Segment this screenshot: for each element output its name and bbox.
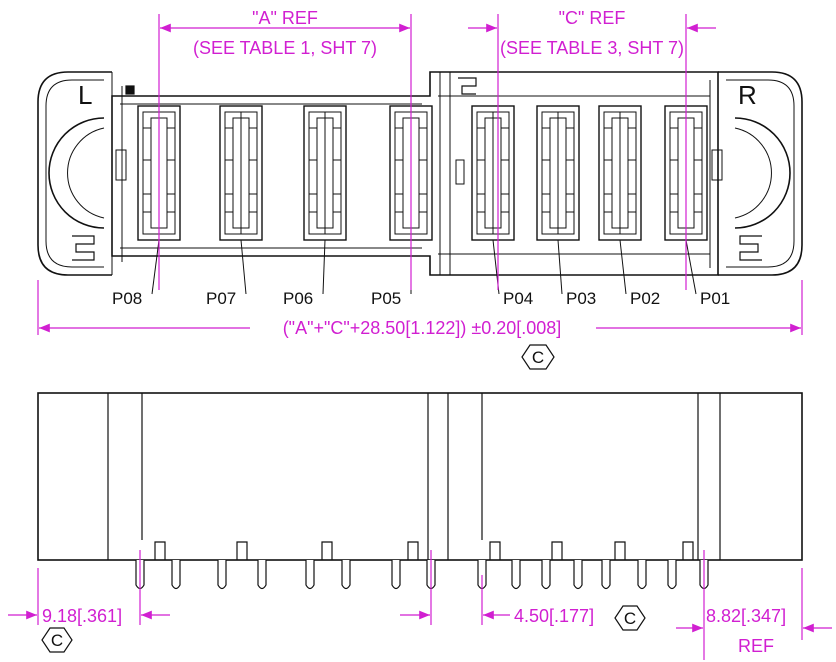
- pin-tab: [614, 541, 626, 560]
- right-offset-label: 8.82[.347]: [706, 606, 786, 626]
- svg-text:C: C: [624, 609, 636, 628]
- pin-tab: [551, 541, 563, 560]
- side-body-outline: [37, 392, 803, 561]
- pin-label: P04: [503, 289, 533, 308]
- svg-text:C: C: [532, 348, 544, 367]
- pin-cavity: [536, 105, 580, 241]
- pin-cavity: [137, 105, 181, 241]
- left-side-marker: L: [78, 80, 92, 110]
- pin-leader: [240, 239, 247, 295]
- pin-pitch-label: 4.50[.177]: [514, 606, 594, 626]
- pin-leader: [322, 239, 326, 295]
- solder-tail: [667, 560, 677, 590]
- solder-tail: [305, 560, 315, 590]
- pin-cavity: [471, 105, 515, 241]
- solder-tail: [171, 560, 181, 590]
- pin-leader: [619, 239, 627, 295]
- solder-tail: [391, 560, 401, 590]
- solder-tail: [257, 560, 267, 590]
- solder-tail: [341, 560, 351, 590]
- pin-cavities: [137, 105, 708, 241]
- pin-label: P06: [283, 289, 313, 308]
- pin-label: P02: [630, 289, 660, 308]
- pin-label: P01: [700, 289, 730, 308]
- pin-tab: [154, 541, 166, 560]
- pin-label: P05: [371, 289, 401, 308]
- pin-leader: [685, 239, 697, 295]
- right-end-cap: [718, 71, 803, 276]
- left-critical-icon: C: [41, 627, 73, 653]
- housing-outline: [111, 71, 719, 276]
- overall-length-label: ("A"+"C"+28.50[1.122]) ±0.20[.008]: [283, 318, 562, 338]
- pin-cavity: [598, 105, 642, 241]
- pin-tab: [321, 541, 333, 560]
- pin-labels: P08 P07 P06 P05 P04 P03 P02 P01: [112, 289, 730, 308]
- right-latch-arc: [734, 117, 791, 229]
- critical-dimension-icon: C: [521, 344, 555, 370]
- left-marker-box: [125, 85, 135, 95]
- side-pins: [135, 541, 709, 590]
- right-offset-ref: REF: [738, 636, 774, 656]
- center-coding-key-icon: [458, 77, 477, 95]
- pin-tab: [489, 541, 501, 560]
- pin-tab: [682, 541, 694, 560]
- left-coding-key-icon: [72, 235, 95, 261]
- a-ref-label: "A" REF: [252, 8, 318, 28]
- solder-tail: [573, 560, 583, 590]
- c-ref-note: (SEE TABLE 3, SHT 7): [500, 38, 684, 58]
- pin-label: P07: [206, 289, 236, 308]
- pin-tab: [236, 541, 248, 560]
- left-end-cap: [37, 71, 112, 276]
- pin-cavity: [303, 105, 347, 241]
- pin-cavity: [219, 105, 263, 241]
- c-ref-label: "C" REF: [559, 8, 626, 28]
- left-latch-arc: [48, 117, 105, 229]
- pin-label: P08: [112, 289, 142, 308]
- side-view: [37, 392, 803, 561]
- pin-leader: [557, 239, 563, 295]
- pin-leader: [151, 239, 160, 295]
- right-side-marker: R: [738, 80, 757, 110]
- pin-tab: [407, 541, 419, 560]
- solder-tail: [217, 560, 227, 590]
- pin-label: P03: [566, 289, 596, 308]
- solder-tail: [601, 560, 611, 590]
- svg-text:C: C: [51, 631, 63, 650]
- pitch-critical-icon: C: [614, 605, 646, 631]
- top-view: [37, 71, 803, 276]
- right-coding-key-icon: [739, 235, 762, 261]
- a-ref-note: (SEE TABLE 1, SHT 7): [193, 38, 377, 58]
- left-offset-label: 9.18[.361]: [42, 606, 122, 626]
- solder-tail: [637, 560, 647, 590]
- solder-tail: [541, 560, 551, 590]
- solder-tail: [511, 560, 521, 590]
